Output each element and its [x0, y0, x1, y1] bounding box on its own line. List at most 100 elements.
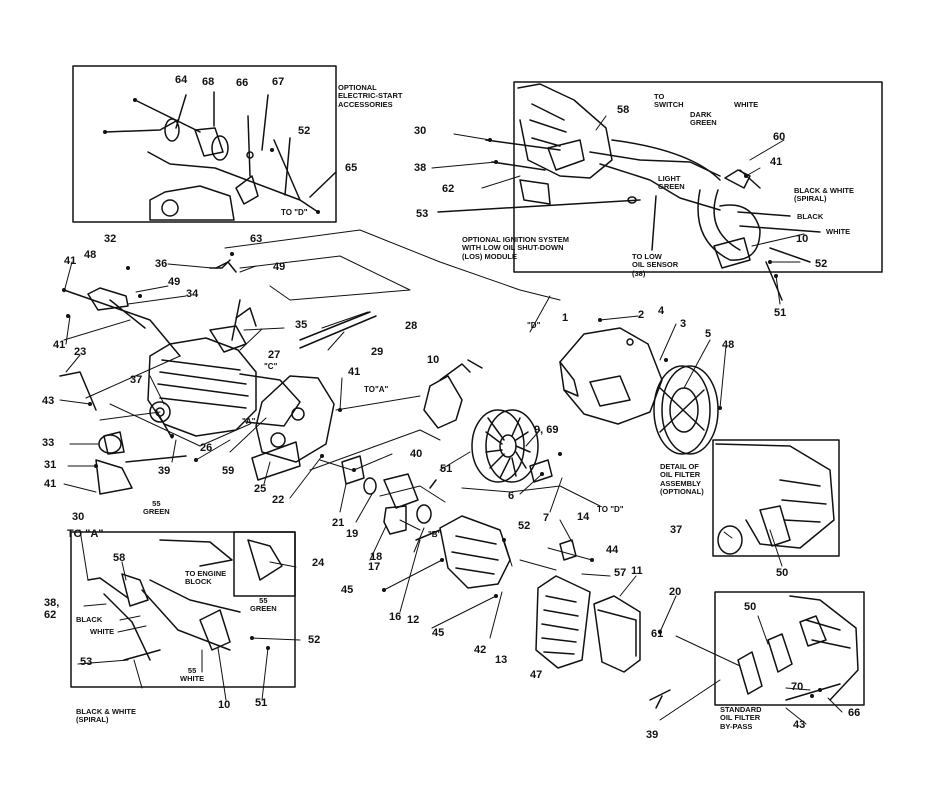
- callout-5: 5: [705, 328, 712, 340]
- callout-18: 18: [370, 551, 383, 563]
- callout-48: 48: [84, 249, 97, 261]
- callout-9-69: 9, 69: [534, 424, 559, 436]
- label-to-d: TO "D": [597, 505, 624, 514]
- callout-35: 35: [295, 319, 308, 331]
- callout-37: 37: [130, 374, 143, 386]
- callout-64: 64: [175, 74, 188, 86]
- oil-filter-detail-parts: [715, 443, 835, 555]
- callout-42: 42: [474, 644, 487, 656]
- callout-22: 22: [272, 494, 285, 506]
- callout-61: 61: [651, 628, 664, 640]
- callout-47: 47: [530, 669, 543, 681]
- callout-21: 21: [332, 517, 345, 529]
- callout-4: 4: [658, 305, 665, 317]
- callout-43: 43: [793, 719, 806, 731]
- callout-51: 51: [255, 697, 268, 709]
- callout-37: 37: [670, 524, 683, 536]
- callout-1: 1: [562, 312, 569, 324]
- callout-41: 41: [770, 156, 783, 168]
- ref-b: "B": [428, 530, 442, 539]
- callout-39: 39: [158, 465, 171, 477]
- callout-44: 44: [606, 544, 619, 556]
- note-to-low-oil-sensor: TO LOW OIL SENSOR (38): [632, 252, 679, 278]
- callout-62: 62: [442, 183, 455, 195]
- callout-36: 36: [155, 258, 168, 270]
- callout-51: 51: [440, 463, 453, 475]
- callout-48: 48: [722, 339, 735, 351]
- callout-7: 7: [543, 512, 550, 524]
- callout-53: 53: [80, 656, 93, 668]
- callout-14: 14: [577, 511, 590, 523]
- callout-16: 16: [389, 611, 402, 623]
- note-standard-oil-filter: STANDARD OIL FILTER BY-PASS: [720, 705, 762, 731]
- crankcase-cover: [251, 375, 335, 481]
- ref-c: "C": [264, 362, 278, 371]
- note-ignition-system: OPTIONAL IGNITION SYSTEM WITH LOW OIL SH…: [462, 235, 569, 261]
- callout-3: 3: [680, 318, 687, 330]
- carburetor: [341, 455, 437, 535]
- label-to-a: TO"A": [364, 385, 389, 394]
- callout-26: 26: [200, 442, 213, 454]
- callout-66: 66: [848, 707, 861, 719]
- inset-electric-start-frame: [72, 65, 337, 223]
- note-55-green: 55 GREEN: [250, 596, 277, 614]
- standard-oil-filter-parts: [649, 595, 859, 709]
- wiring-harness-parts: [87, 539, 283, 661]
- note-to-switch: TO SWITCH: [654, 92, 684, 110]
- note-light-green: LIGHT GREEN: [658, 174, 685, 192]
- callout-58: 58: [617, 104, 630, 116]
- callout-52: 52: [518, 520, 531, 532]
- note-dark-green: DARK GREEN: [690, 110, 717, 128]
- note-to-engine-block: TO ENGINE BLOCK: [185, 569, 227, 587]
- inset-ignition-frame: [513, 81, 883, 273]
- callout-41: 41: [348, 366, 361, 378]
- callout-41: 41: [44, 478, 57, 490]
- callout-66: 66: [236, 77, 249, 89]
- callout-50: 50: [776, 567, 789, 579]
- callout-27: 27: [268, 349, 281, 361]
- callout-28: 28: [405, 320, 418, 332]
- callout-11: 11: [631, 565, 643, 577]
- callout-60: 60: [773, 131, 786, 143]
- callout-38: 38: [414, 162, 427, 174]
- callout-17: 17: [368, 561, 381, 573]
- ignition-system-parts: [437, 83, 821, 301]
- callout-19: 19: [346, 528, 359, 540]
- callout-39: 39: [646, 729, 659, 741]
- callout-24: 24: [312, 557, 325, 569]
- note-oil-filter-detail: DETAIL OF OIL FILTER ASSEMBLY (OPTIONAL): [660, 462, 704, 497]
- note-black: BLACK: [76, 615, 103, 624]
- callout-38-62: 38, 62: [44, 597, 60, 621]
- governor-linkage: [59, 259, 377, 495]
- fasteners: [62, 98, 822, 698]
- callout-25: 25: [254, 483, 267, 495]
- callout-12: 12: [407, 614, 420, 626]
- note-black-white-spiral: BLACK & WHITE (SPIRAL): [794, 186, 854, 204]
- callout-70: 70: [791, 681, 804, 693]
- note-electric-start: OPTIONAL ELECTRIC-START ACCESSORIES: [338, 83, 403, 109]
- callout-40: 40: [410, 448, 423, 460]
- callout-67: 67: [272, 76, 285, 88]
- label-to-d: TO "D": [281, 208, 308, 217]
- callout-6: 6: [508, 490, 515, 502]
- callout-31: 31: [44, 459, 57, 471]
- callout-49: 49: [273, 261, 286, 273]
- callout-10: 10: [218, 699, 231, 711]
- callout-52: 52: [308, 634, 321, 646]
- ref-d: "D": [527, 321, 541, 330]
- air-cleaner-cover: [559, 539, 641, 673]
- engine-block: [147, 325, 301, 437]
- inset-wiring-sub-frame: [233, 531, 296, 597]
- callout-45: 45: [341, 584, 354, 596]
- callout-10: 10: [427, 354, 440, 366]
- blower-housing: [559, 327, 663, 425]
- recoil-starter: [653, 365, 719, 455]
- callout-23: 23: [74, 346, 87, 358]
- note-55-white: 55 WHITE: [180, 666, 205, 684]
- callout-58: 58: [113, 552, 126, 564]
- electric-start-parts: [104, 91, 337, 221]
- air-cleaner-base: [415, 515, 511, 589]
- callout-63: 63: [250, 233, 263, 245]
- callout-50: 50: [744, 601, 757, 613]
